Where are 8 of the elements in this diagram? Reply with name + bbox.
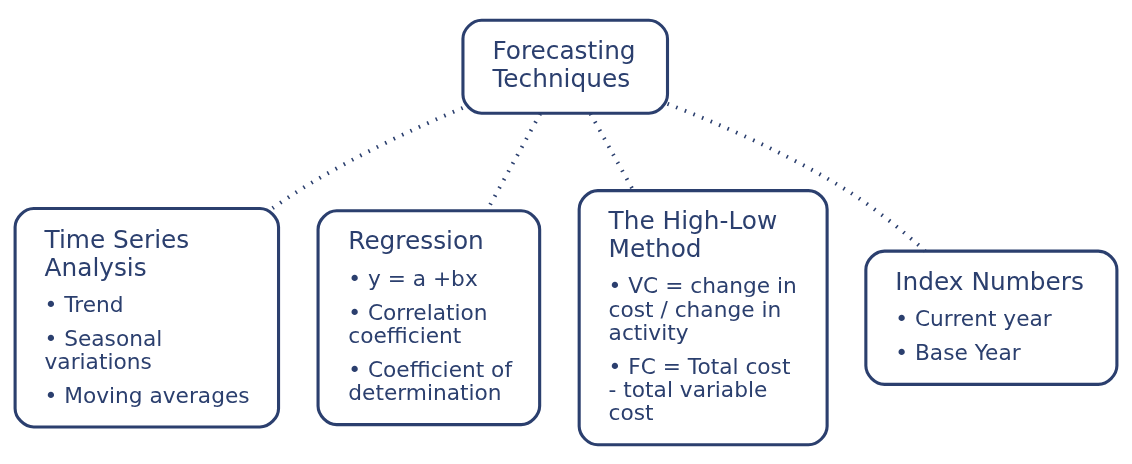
node-box: Forecasting Techniques <box>461 18 670 115</box>
connector <box>271 105 464 210</box>
node-box: Regression • y = a +bx • Correlation coefficient • Coefficient of determination <box>316 208 542 426</box>
node-box: Index Numbers • Current year • Base Year <box>864 249 1119 386</box>
connector <box>666 101 927 252</box>
node-box: Time Series Analysis • Trend • Seasonal variations • Moving averages <box>13 206 281 429</box>
node-box: The High-Low Method • VC = change in cost / change in activity • FC = Total cost - total variable cost <box>577 188 829 446</box>
connector <box>588 112 635 191</box>
